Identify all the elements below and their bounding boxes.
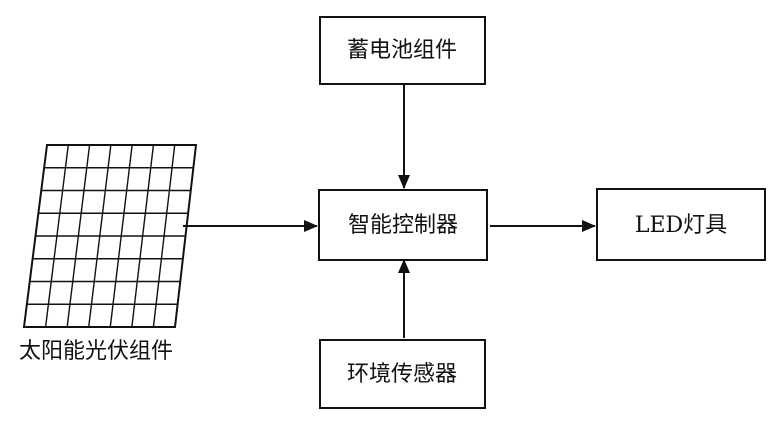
controller-node: 智能控制器 — [318, 189, 488, 261]
battery-label: 蓄电池组件 — [347, 38, 457, 63]
connectors — [183, 72, 596, 338]
sensor-label: 环境传感器 — [347, 362, 457, 387]
battery-node: 蓄电池组件 — [319, 16, 486, 85]
led-label: LED灯具 — [635, 213, 727, 238]
led-node: LED灯具 — [596, 188, 766, 261]
controller-label: 智能控制器 — [348, 213, 458, 238]
solar-panel-icon — [22, 144, 198, 328]
solar-label: 太阳能光伏组件 — [19, 339, 173, 364]
sensor-node: 环境传感器 — [319, 339, 486, 409]
